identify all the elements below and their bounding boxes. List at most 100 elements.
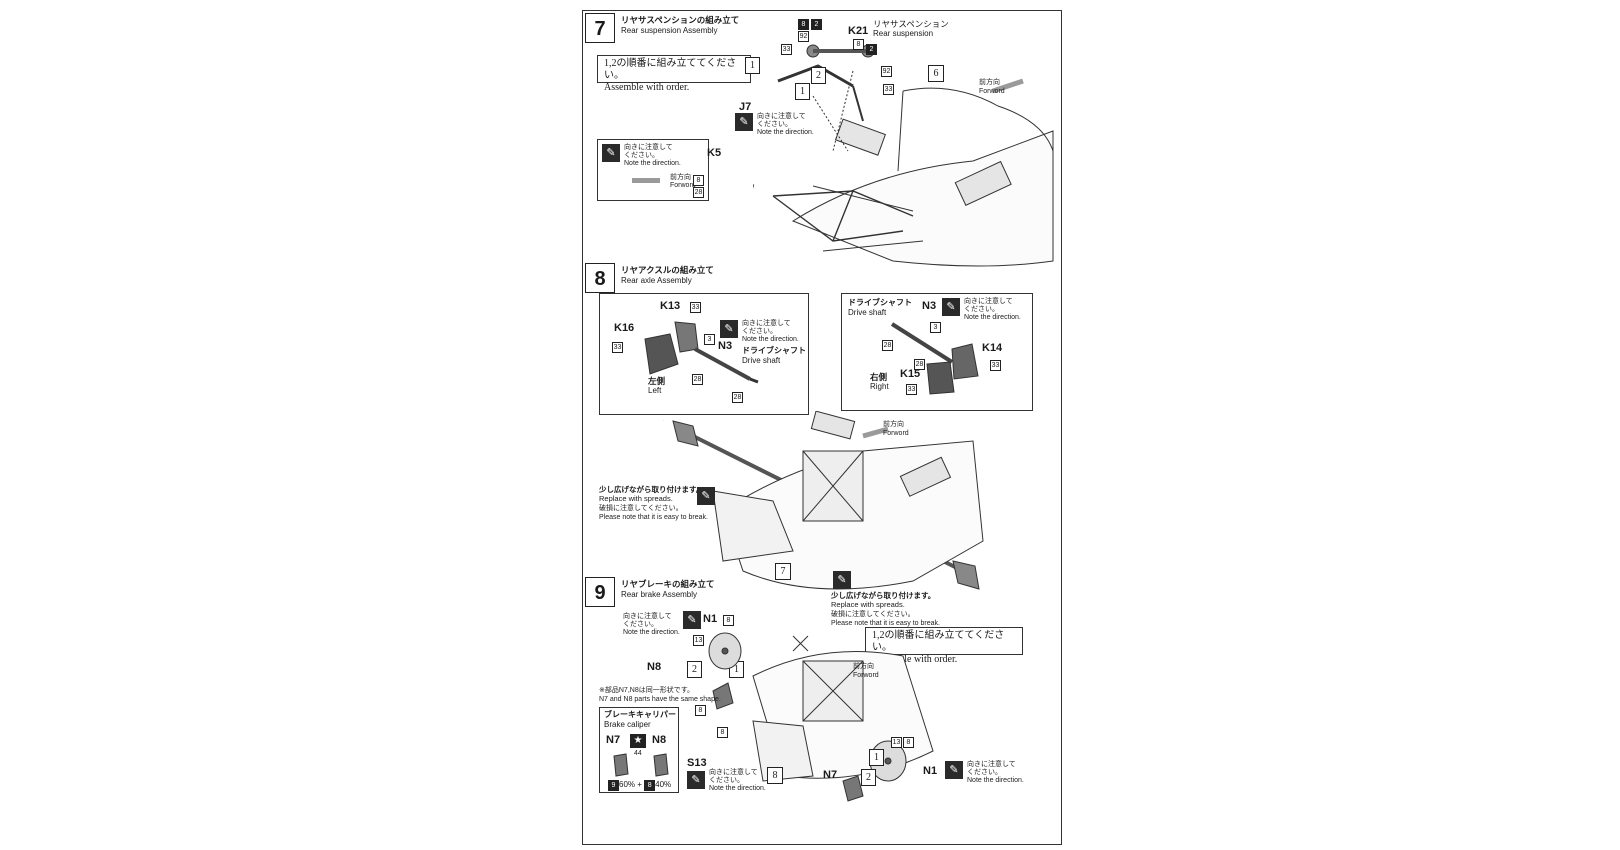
spread-note-en1-b: Replace with spreads. [831,600,905,609]
assemble-order-en: Assemble with order. [604,82,690,93]
part-k15-label: K15 [900,368,921,380]
panel-note-en: Note the direction. [624,160,681,167]
paint-code-8c: 8 [693,175,704,186]
forward-en-9: Forword [853,672,879,679]
assemble-order-jp-9: 1,2の順番に組み立ててください。 [872,630,1005,653]
s13-note-jp1: 向きに注意して [709,769,758,776]
pencil-icon: ✎ [683,611,701,629]
paint-code-8g: 8 [903,737,914,748]
step-9-number: 9 [585,577,615,607]
step-7-number: 7 [585,13,615,43]
part-k16-label: K16 [614,322,635,334]
pencil-icon: ✎ [942,298,960,316]
part-n3-right: N3 [922,300,937,312]
paint-mix-code-a: 9 [608,780,619,791]
paint-code-28b: 28 [692,374,703,385]
right-label-jp: 右側 [870,372,888,382]
forward-en-7: Forword [979,88,1005,95]
left-axle-drawing [644,321,759,384]
j7-note-jp1: 向きに注意して [757,113,806,120]
drive-shaft-jp-left: ドライブシャフト [742,346,806,355]
sequence-2-n7: 2 [861,769,876,786]
sequence-2-n8: 2 [687,661,702,678]
caliper-drawing [613,753,669,777]
paint-code-28c: 28 [732,392,743,403]
part-k21-label: K21 [848,25,869,37]
paint-code-92: 92 [798,31,809,42]
paint-code-13b: 13 [891,737,902,748]
part-k5-label: K5 [707,147,722,159]
paint-code-33: 33 [781,44,792,55]
part-n8-label: N8 [647,661,662,673]
forward-jp-9: 前方向 [853,663,874,670]
paint-code-33d: 33 [612,342,623,353]
forward-jp-7: 前方向 [979,79,1000,86]
right-note-jp1: 向きに注意して [964,298,1013,305]
forward-arrow-icon [632,178,660,183]
drive-shaft-jp-right: ドライブシャフト [848,298,912,307]
paint-code-92b: 92 [881,66,892,77]
paint-code-8b: 8 [853,39,864,50]
caliper-note-jp: ※部品N7,N8は同一形状です。 [599,687,695,694]
step-9-title-jp: リヤブレーキの組み立て [621,579,715,589]
panel-note-jp1: 向きに注意して [624,144,673,151]
spread-note-jp2-b: 破損に注意してください。 [831,611,915,618]
spread-note-jp2-a: 破損に注意してください。 [599,505,683,512]
n1-note-jp2: ください。 [623,621,658,628]
paint-code-8: 8 [798,19,809,30]
pencil-icon: ✎ [697,487,715,505]
right-axle-panel: ドライブシャフト Drive shaft N3 ✎ 向きに注意して ください。 … [841,293,1033,411]
direction-note-panel: ✎ 向きに注意して ください。 Note the direction. 前方向 … [597,139,709,201]
paint-code-8f: 8 [717,727,728,738]
step-9-title-en: Rear brake Assembly [621,590,698,599]
sequence-1: 1 [745,57,760,74]
s13-note-en: Note the direction. [709,785,766,792]
paint-code-13: 13 [693,635,704,646]
drive-shaft-en-right: Drive shaft [848,308,887,317]
pencil-icon: ✎ [720,320,738,338]
paint-mix-c: 40% [655,780,672,789]
sequence-1-n7: 1 [869,749,884,766]
n1r-note-en: Note the direction. [967,777,1024,784]
paint-code-28: 28 [693,187,704,198]
panel-forward-en: Forword [670,182,696,189]
n1r-note-jp1: 向きに注意して [967,761,1016,768]
part-n1-right: N1 [923,765,938,777]
ref-7: 7 [775,563,791,580]
paint-code-3: 3 [704,334,715,345]
step-7-title-en: Rear suspension Assembly [621,26,718,35]
step-8-title-jp: リヤアクスルの組み立て [621,265,714,275]
assemble-order-en-9: Assemble with order. [872,654,958,665]
left-note-en: Note the direction. [742,336,799,343]
left-note-jp1: 向きに注意して [742,320,791,327]
n1r-note-jp2: ください。 [967,769,1002,776]
part-k13-label: K13 [660,300,681,312]
s13-note-jp2: ください。 [709,777,744,784]
brake-caliper-jp: ブレーキキャリパー [604,710,676,719]
spread-note-jp1-b: 少し広げながら取り付けます。 [831,591,936,600]
caliper-note-en: N7 and N8 parts have the same shape. [599,696,721,703]
left-label-jp: 左側 [648,376,666,386]
right-label-en: Right [870,382,889,391]
drive-shaft-en-left: Drive shaft [742,356,781,365]
j7-note-jp2: ください。 [757,121,792,128]
part-n7-label: N7 [823,769,838,781]
paint-code-2: 2 [811,19,822,30]
left-label-en: Left [648,386,662,395]
left-axle-panel: K13 33 K16 33 3 N3 ✎ 向きに注意して ください。 Note … [599,293,809,415]
pencil-icon: ✎ [602,144,620,162]
star-icon: ★ [630,734,646,748]
paint-code-8d: 8 [723,615,734,626]
paint-code-33e: 33 [990,360,1001,371]
spread-note-en2-a: Please note that it is easy to break. [599,514,708,521]
paint-code-8e: 8 [695,705,706,716]
ref-6: 6 [928,65,944,82]
pencil-icon: ✎ [945,761,963,779]
part-k14-label: K14 [982,342,1003,354]
brake-caliper-en: Brake caliper [604,720,651,729]
assemble-order-callout-9: 1,2の順番に組み立ててください。 Assemble with order. [865,627,1023,665]
instruction-sheet: 7 リヤサスペンションの組み立て Rear suspension Assembl… [582,10,1062,845]
spread-note-en2-b: Please note that it is easy to break. [831,620,940,627]
sequence-1b: 1 [795,83,810,100]
forward-jp-8: 前方向 [883,421,904,428]
